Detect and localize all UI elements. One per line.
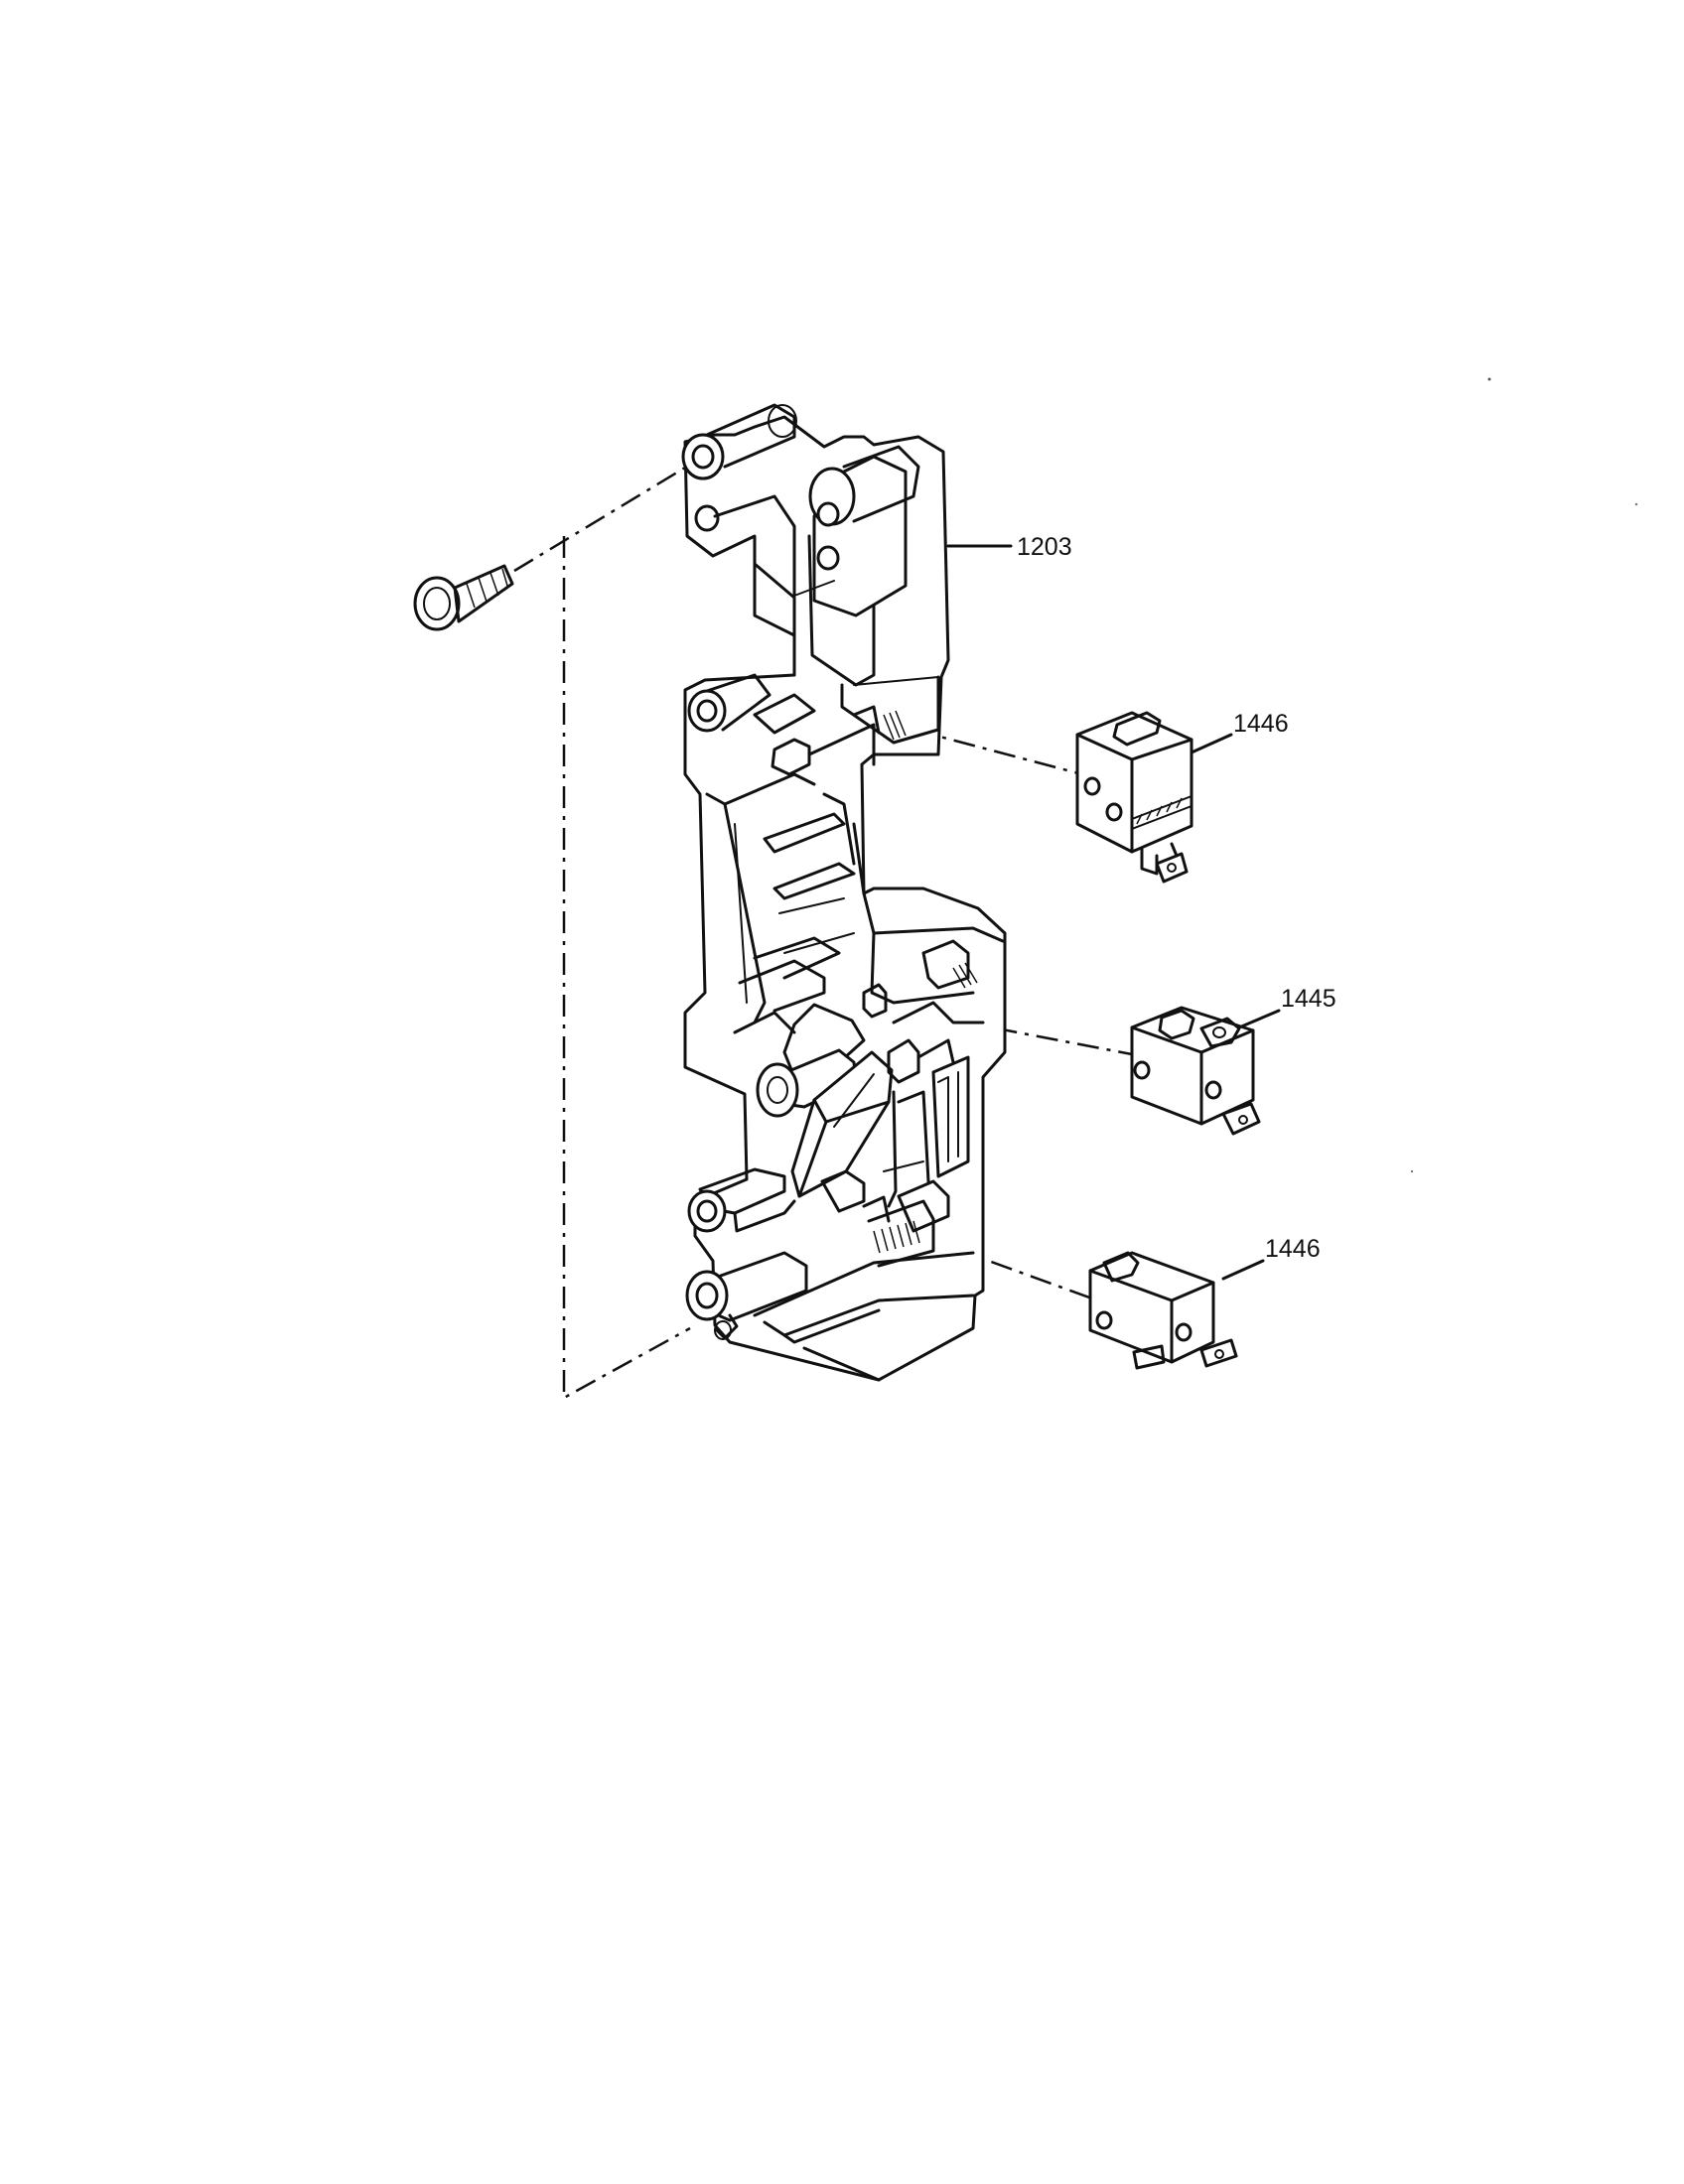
screw [413, 564, 514, 631]
scan-specks [1410, 377, 1638, 1173]
switch-top [1075, 711, 1193, 884]
callout-1446-top: 1446 [1233, 710, 1289, 738]
callout-1445: 1445 [1281, 985, 1336, 1013]
switch-bottom [1088, 1251, 1238, 1370]
switch-middle [1130, 1006, 1261, 1136]
callout-1203: 1203 [1017, 533, 1072, 561]
callout-leaders [946, 544, 1281, 1281]
door-switch-housing [681, 403, 1007, 1382]
callout-1446-bottom: 1446 [1265, 1235, 1321, 1263]
